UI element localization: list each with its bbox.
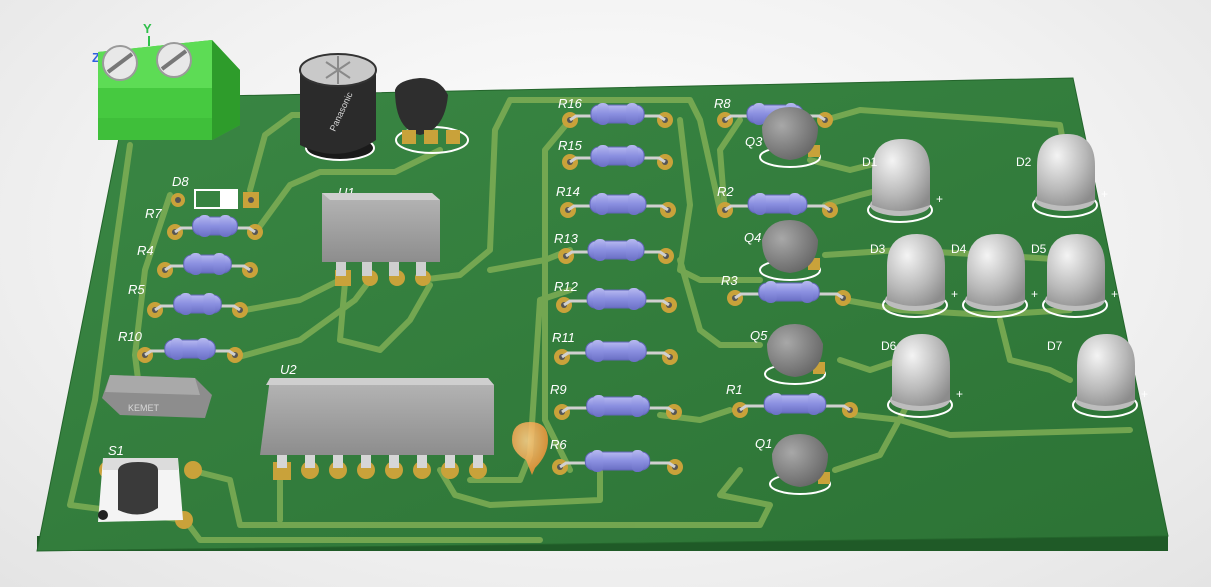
- led-polarity-mark: +: [1031, 287, 1038, 301]
- label-q1: Q1: [755, 436, 772, 451]
- led-d1[interactable]: + D1: [862, 139, 943, 223]
- kemet-brand: KEMET: [128, 403, 160, 413]
- resistor-r5[interactable]: R5: [128, 282, 248, 318]
- u2-label: U2: [280, 362, 297, 377]
- resistor-r12[interactable]: R12: [554, 279, 677, 313]
- led-d5[interactable]: + D5: [1031, 234, 1118, 318]
- led-polarity-mark: +: [951, 287, 958, 301]
- ic-u1[interactable]: U1: [322, 185, 440, 286]
- led-polarity-mark: +: [1111, 287, 1118, 301]
- label-r16: R16: [558, 96, 583, 111]
- resistor-r6[interactable]: R6: [550, 437, 683, 475]
- label-r15: R15: [558, 138, 583, 153]
- resistor-r2[interactable]: R2: [717, 184, 838, 218]
- d8-label: D8: [172, 174, 189, 189]
- led-d3[interactable]: + D3: [870, 234, 958, 318]
- led-d7[interactable]: + D7: [1047, 334, 1148, 418]
- resistor-r16[interactable]: R16: [558, 96, 673, 128]
- label-d1: D1: [862, 155, 878, 169]
- led-group: + D1 + D2 + D3 + D4 + D5 + D6 + D7: [862, 134, 1148, 418]
- resistor-r11[interactable]: R11: [552, 330, 678, 365]
- label-q5: Q5: [750, 328, 768, 343]
- pushbutton-s1[interactable]: S1: [98, 443, 202, 529]
- diode-d8[interactable]: D8: [171, 174, 259, 209]
- axis-y-label: Y: [143, 21, 152, 36]
- label-d2: D2: [1016, 155, 1032, 169]
- s1-label: S1: [108, 443, 124, 458]
- label-r13: R13: [554, 231, 579, 246]
- label-d4: D4: [951, 242, 967, 256]
- led-polarity-mark: +: [936, 192, 943, 206]
- label-r14: R14: [556, 184, 580, 199]
- location-marker-icon[interactable]: [512, 422, 548, 475]
- led-polarity-mark: +: [1141, 387, 1148, 401]
- resistor-r10[interactable]: R10: [118, 329, 243, 363]
- label-d3: D3: [870, 242, 886, 256]
- transistor-q5[interactable]: Q5: [750, 324, 826, 385]
- terminal-block-connector[interactable]: [98, 40, 240, 140]
- label-r9: R9: [550, 382, 567, 397]
- led-polarity-mark: +: [956, 387, 963, 401]
- transistor-q1[interactable]: Q1: [755, 434, 831, 495]
- axis-indicator: Y Z: [92, 21, 152, 65]
- label-d5: D5: [1031, 242, 1047, 256]
- label-r5: R5: [128, 282, 145, 297]
- label-r8: R8: [714, 96, 731, 111]
- led-d2[interactable]: + D2: [1016, 134, 1108, 218]
- resistor-r13[interactable]: R13: [554, 231, 674, 264]
- resistor-r15[interactable]: R15: [558, 138, 673, 170]
- label-d6: D6: [881, 339, 897, 353]
- kemet-capacitor[interactable]: KEMET: [102, 375, 212, 418]
- transistor-q4[interactable]: Q4: [744, 220, 821, 281]
- transistor-q3[interactable]: Q3: [745, 107, 821, 168]
- regulator-transistor[interactable]: [395, 78, 469, 154]
- label-q3: Q3: [745, 134, 763, 149]
- label-r2: R2: [717, 184, 734, 199]
- ic-u2[interactable]: U2: [260, 362, 494, 480]
- resistor-r3[interactable]: R3: [721, 273, 851, 306]
- led-d6[interactable]: + D6: [881, 334, 963, 418]
- resistor-r1[interactable]: R1: [726, 382, 858, 418]
- led-polarity-mark: +: [1101, 187, 1108, 201]
- resistor-r8[interactable]: R8: [714, 96, 833, 128]
- resistor-r4[interactable]: R4: [137, 243, 258, 278]
- led-d4[interactable]: + D4: [951, 234, 1038, 318]
- resistor-r9[interactable]: R9: [550, 382, 682, 420]
- axis-z-label: Z: [92, 50, 100, 65]
- label-r7: R7: [145, 206, 162, 221]
- label-q4: Q4: [744, 230, 761, 245]
- resistor-r7[interactable]: R7: [145, 206, 263, 240]
- resistor-r14[interactable]: R14: [556, 184, 676, 218]
- label-r4: R4: [137, 243, 154, 258]
- label-d7: D7: [1047, 339, 1063, 353]
- label-r11: R11: [552, 330, 575, 345]
- label-r12: R12: [554, 279, 579, 294]
- label-r1: R1: [726, 382, 743, 397]
- label-r6: R6: [550, 437, 567, 452]
- electrolytic-capacitor[interactable]: Panasonic: [299, 53, 377, 161]
- label-r3: R3: [721, 273, 738, 288]
- label-r10: R10: [118, 329, 143, 344]
